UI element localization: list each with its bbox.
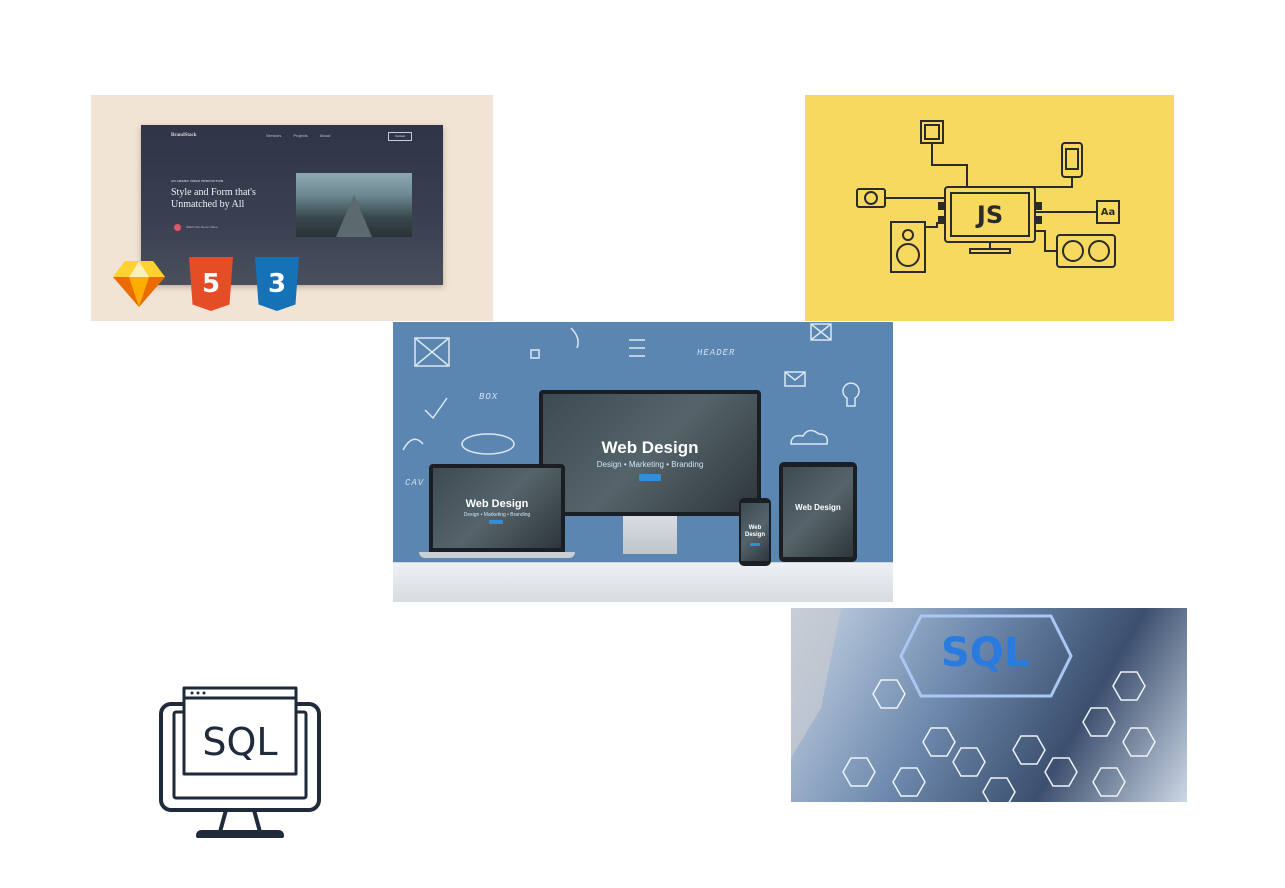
phone-device: Web Design <box>739 498 771 566</box>
tablet-device: Web Design <box>779 462 857 562</box>
hexagon-pattern <box>791 608 1156 802</box>
tech-logos: 5 3 <box>111 257 299 311</box>
javascript-illustration: JS Aa <box>805 95 1174 321</box>
hero-kicker: AN AWARD VIDEO PRODUCTION <box>171 179 224 183</box>
css3-icon: 3 <box>255 257 299 311</box>
site-nav: Services Projects About <box>266 133 330 138</box>
phone-title: Web Design <box>744 525 765 538</box>
desk-surface <box>393 562 893 602</box>
sketch-label: HEADER <box>697 348 736 358</box>
hero-photo <box>296 173 412 237</box>
sketch-label: BOX <box>479 392 499 402</box>
monitor-cta-button <box>639 474 661 481</box>
monitor-title: Web Design <box>601 438 699 457</box>
laptop-title: Web Design <box>465 498 529 510</box>
nav-item: About <box>319 133 331 138</box>
laptop-device: Web Design Design • Marketing • Branding <box>429 464 565 552</box>
laptop-base <box>419 552 575 558</box>
brand-logo-text: BrandStack <box>171 133 197 138</box>
sketch-icon <box>113 261 165 307</box>
sketch-label: CAV <box>405 478 425 488</box>
sql-banner-image: SQL <box>791 608 1187 802</box>
html5-icon: 5 <box>189 257 233 311</box>
web-mockup-image: BrandStack Services Projects About Conta… <box>91 95 493 321</box>
monitor-subtitle: Design • Marketing • Branding <box>596 460 704 469</box>
css3-label: 3 <box>267 269 287 299</box>
sql-banner-label: SQL <box>941 630 1030 676</box>
sketch-doodles <box>402 323 860 455</box>
speaker-icon <box>890 221 926 273</box>
watch-video-link: Watch Our Demo Video <box>186 225 218 229</box>
laptop-cta-button <box>489 520 503 524</box>
play-icon <box>174 224 181 231</box>
hero-headline: Style and Form that's Unmatched by All <box>171 187 256 210</box>
monitor-device: Web Design Design • Marketing • Branding <box>539 390 761 516</box>
js-label: JS <box>976 200 1004 229</box>
tablet-title: Web Design <box>795 503 841 512</box>
html5-label: 5 <box>201 269 221 299</box>
monitor-stand <box>623 516 677 554</box>
sql-label: SQL <box>202 720 278 764</box>
nav-item: Services <box>266 133 282 138</box>
phone-cta-button <box>750 543 760 546</box>
web-design-devices-image: HEADER BOX CAV Web Design Design • Marke… <box>393 322 893 602</box>
font-label: Aa <box>1100 206 1116 218</box>
laptop-subtitle: Design • Marketing • Branding <box>463 512 531 518</box>
radio-icon <box>1056 234 1116 268</box>
sql-monitor-icon <box>159 686 321 838</box>
devices-diagram <box>856 120 1120 273</box>
nav-item: Projects <box>293 133 308 138</box>
sql-monitor-icon-image: SQL <box>100 606 390 884</box>
contact-button: Contact <box>388 132 412 141</box>
